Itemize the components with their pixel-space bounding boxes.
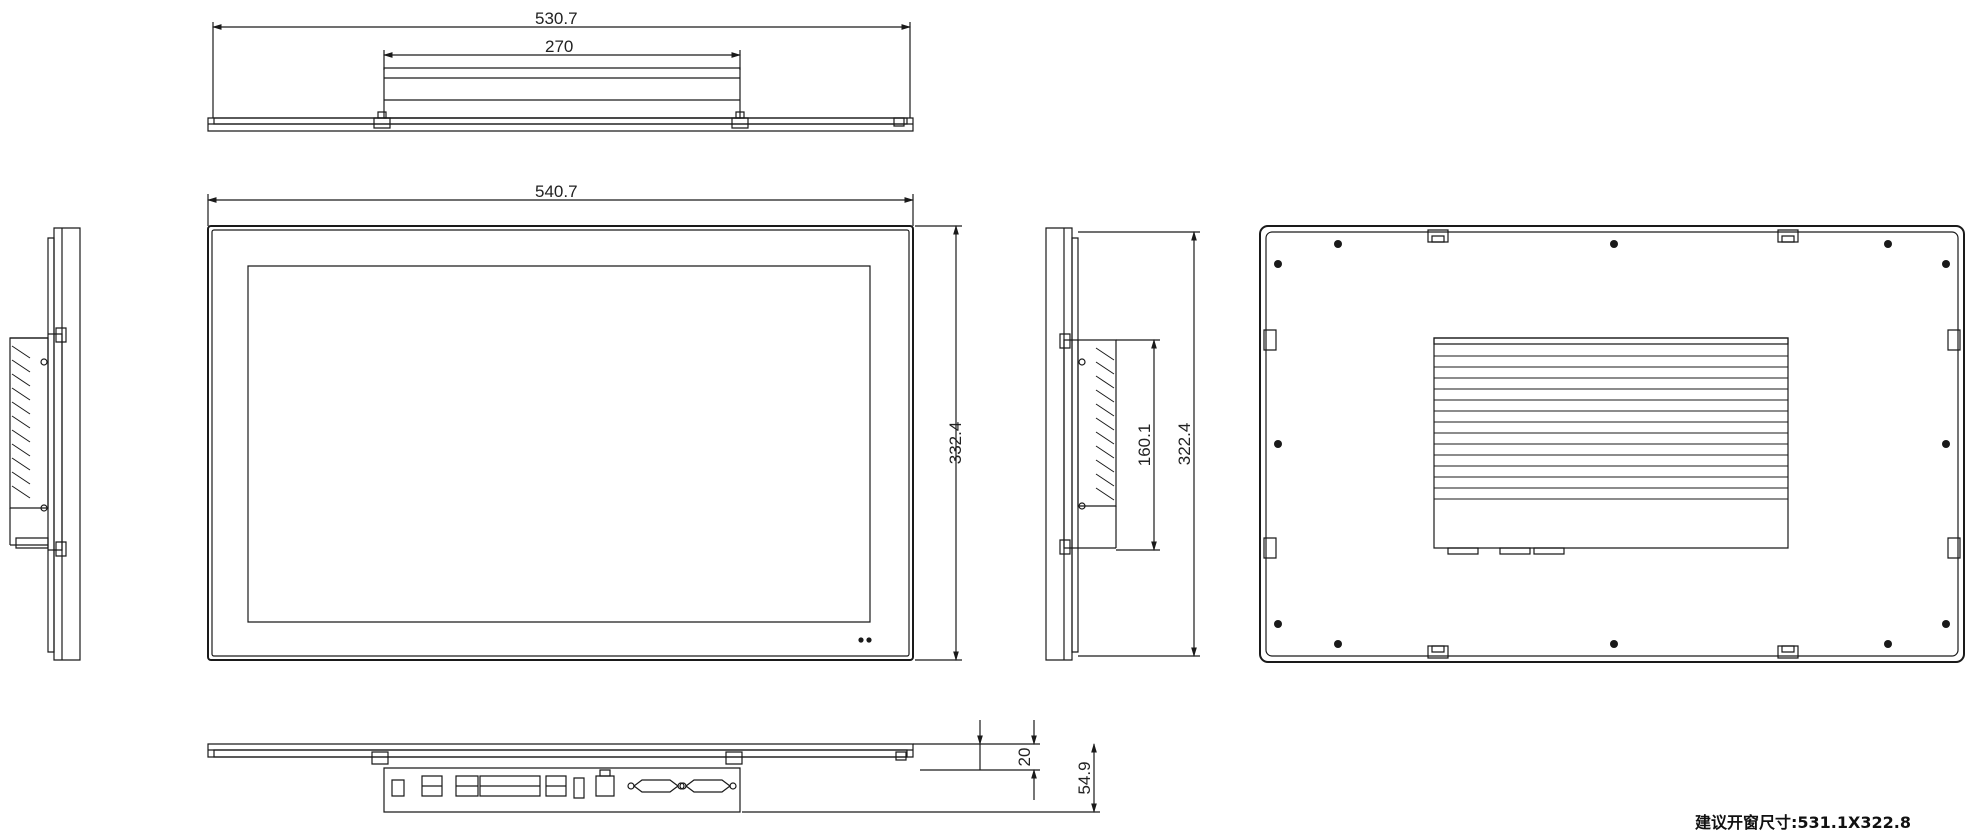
- rear-heatsink: [1434, 338, 1788, 548]
- cutout-size-note: 建议开窗尺寸:531.1X322.8: [1695, 813, 1911, 832]
- front-bezel: [208, 226, 913, 660]
- bezel-depth-label: 20: [1015, 748, 1034, 767]
- total-depth-label: 54.9: [1075, 761, 1094, 794]
- side-overall-height-label: 322.4: [1175, 423, 1194, 466]
- top-view: [208, 22, 913, 131]
- bottom-view: [208, 720, 1100, 813]
- top-overall-width-label: 530.7: [535, 9, 578, 28]
- right-side-view: [1046, 228, 1200, 660]
- bracket-span-label: 160.1: [1135, 424, 1154, 467]
- left-side-view: [10, 228, 80, 660]
- rear-view: [1260, 226, 1964, 662]
- bracket-width-label: 270: [545, 37, 573, 56]
- front-view: [208, 194, 962, 660]
- display-area: [248, 266, 870, 622]
- io-panel: [384, 768, 740, 812]
- front-overall-height-label: 332.4: [946, 422, 965, 465]
- front-overall-width-label: 540.7: [535, 182, 578, 201]
